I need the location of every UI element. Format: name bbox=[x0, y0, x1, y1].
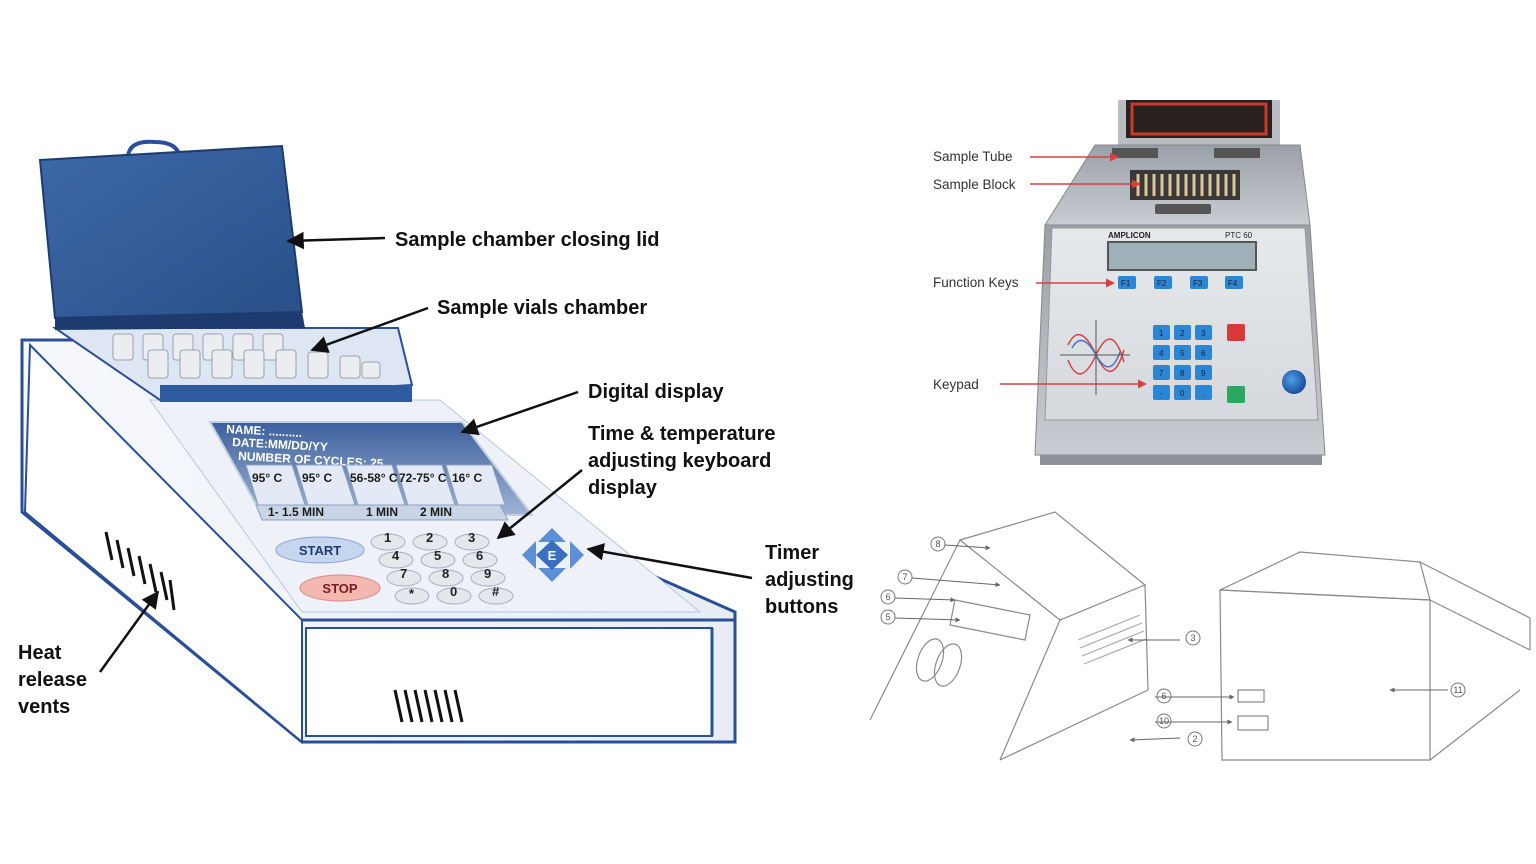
temperature-cells: 95° C 95° C 56-58° C 72-75° C 16° C bbox=[245, 464, 506, 506]
temp-cell-3: 56-58° C bbox=[350, 471, 398, 485]
label-keyboard-line2: adjusting keyboard bbox=[588, 450, 771, 472]
control-knob[interactable] bbox=[1282, 370, 1306, 394]
label-digital-display: Digital display bbox=[588, 381, 724, 403]
callout-num-7: 10 bbox=[1159, 716, 1169, 726]
time-cell-2: 1 MIN bbox=[366, 505, 398, 519]
label-function-keys: Function Keys bbox=[933, 275, 1019, 290]
callout-num-2: 7 bbox=[902, 572, 907, 582]
sample-vials bbox=[112, 333, 381, 379]
heat-release-vents-front bbox=[393, 689, 464, 723]
pkey-3: 3 bbox=[1201, 329, 1206, 338]
key-4: 4 bbox=[392, 548, 400, 563]
key-3: 3 bbox=[468, 530, 475, 545]
sample-chamber-lid bbox=[38, 139, 305, 330]
pkey-2: 2 bbox=[1180, 329, 1185, 338]
power-stop-key[interactable] bbox=[1227, 324, 1245, 341]
key-7: 7 bbox=[400, 566, 407, 581]
key-star: * bbox=[409, 586, 415, 601]
pkey-1: 1 bbox=[1159, 329, 1164, 338]
label-timer-line2: adjusting bbox=[765, 569, 854, 591]
label-sample-block: Sample Block bbox=[933, 177, 1016, 192]
pkey-4: 4 bbox=[1159, 349, 1164, 358]
numeric-keypad: 1 2 3 4 5 6 7 8 9 * 0 # bbox=[370, 530, 514, 605]
temp-cell-1: 95° C bbox=[252, 471, 282, 485]
fkey-3: F3 bbox=[1193, 279, 1203, 288]
key-0: 0 bbox=[450, 584, 457, 599]
lcd-screen bbox=[1107, 241, 1257, 271]
pkey-5: 5 bbox=[1180, 349, 1185, 358]
digital-display: NAME: .......... DATE:MM/DD/YY NUMBER OF… bbox=[208, 421, 535, 521]
enter-key-label: E bbox=[548, 548, 557, 563]
start-label: START bbox=[299, 543, 341, 558]
key-5: 5 bbox=[434, 548, 441, 563]
photo-keypad[interactable]: 1 2 3 4 5 6 7 8 9 - 0 . bbox=[1153, 325, 1212, 400]
function-keys[interactable]: F1 F2 F3 F4 bbox=[1118, 276, 1243, 289]
temp-cell-4: 72-75° C bbox=[399, 471, 447, 485]
pcr-line-drawing bbox=[869, 511, 1531, 761]
label-sample-tube: Sample Tube bbox=[933, 149, 1013, 164]
label-keypad: Keypad bbox=[933, 377, 979, 392]
photo-callout-arrows bbox=[1000, 152, 1147, 389]
timer-adjusting-buttons[interactable]: E bbox=[522, 528, 584, 582]
label-lid: Sample chamber closing lid bbox=[395, 229, 660, 251]
stop-label: STOP bbox=[322, 581, 357, 596]
label-vents-line2: release bbox=[18, 669, 87, 691]
label-vents-line3: vents bbox=[18, 696, 70, 718]
callout-num-9: 11 bbox=[1453, 685, 1462, 695]
callout-num-5: 3 bbox=[1190, 633, 1195, 643]
label-keyboard-line1: Time & temperature bbox=[588, 423, 775, 445]
label-keyboard-line3: display bbox=[588, 477, 658, 499]
label-vials-chamber: Sample vials chamber bbox=[437, 297, 647, 319]
callout-num-8: 2 bbox=[1192, 734, 1197, 744]
key-1: 1 bbox=[384, 530, 391, 545]
key-hash: # bbox=[492, 584, 500, 599]
callout-num-3: 6 bbox=[885, 592, 890, 602]
pkey-7: 7 bbox=[1159, 369, 1164, 378]
fkey-4: F4 bbox=[1228, 279, 1238, 288]
label-timer-line1: Timer bbox=[765, 542, 819, 564]
callout-num-4: 5 bbox=[885, 612, 890, 622]
time-cell-3: 2 MIN bbox=[420, 505, 452, 519]
pkey-6: 6 bbox=[1201, 349, 1206, 358]
brand-text: AMPLICON bbox=[1108, 231, 1151, 240]
pkey-9: 9 bbox=[1201, 369, 1206, 378]
pkey-8: 8 bbox=[1180, 369, 1185, 378]
pkey-dot: . bbox=[1202, 389, 1204, 398]
model-text: PTC 60 bbox=[1225, 231, 1253, 240]
key-8: 8 bbox=[442, 566, 449, 581]
heat-release-vents-side bbox=[104, 531, 176, 611]
fkey-1: F1 bbox=[1121, 279, 1131, 288]
pcr-machine-photo: AMPLICON PTC 60 F1 F2 F3 F4 bbox=[933, 100, 1326, 465]
callout-arrows bbox=[98, 231, 753, 673]
enter-key[interactable] bbox=[1227, 386, 1245, 403]
label-timer-line3: buttons bbox=[765, 596, 838, 618]
pkey-minus: - bbox=[1160, 389, 1163, 398]
temp-cell-5: 16° C bbox=[452, 471, 482, 485]
label-vents-line1: Heat bbox=[18, 642, 62, 664]
waveform-logo bbox=[1060, 320, 1130, 395]
line-drawing-callout-numbers: 8 7 6 5 3 6 10 2 11 bbox=[885, 539, 1462, 744]
temp-cell-2: 95° C bbox=[302, 471, 332, 485]
key-6: 6 bbox=[476, 548, 483, 563]
time-cell-1: 1- 1.5 MIN bbox=[268, 505, 324, 519]
key-9: 9 bbox=[484, 566, 491, 581]
sample-block bbox=[1130, 170, 1240, 200]
screen-name: NAME: .......... bbox=[226, 422, 303, 440]
key-2: 2 bbox=[426, 530, 433, 545]
fkey-2: F2 bbox=[1157, 279, 1167, 288]
callout-num-1: 8 bbox=[935, 539, 940, 549]
stop-button[interactable]: STOP bbox=[299, 574, 381, 602]
screen-date: DATE:MM/DD/YY bbox=[232, 435, 328, 454]
pkey-0: 0 bbox=[1180, 389, 1185, 398]
left-pcr-diagram: NAME: .......... DATE:MM/DD/YY NUMBER OF… bbox=[18, 139, 854, 745]
callout-num-6: 6 bbox=[1161, 691, 1166, 701]
start-button[interactable]: START bbox=[275, 536, 365, 564]
